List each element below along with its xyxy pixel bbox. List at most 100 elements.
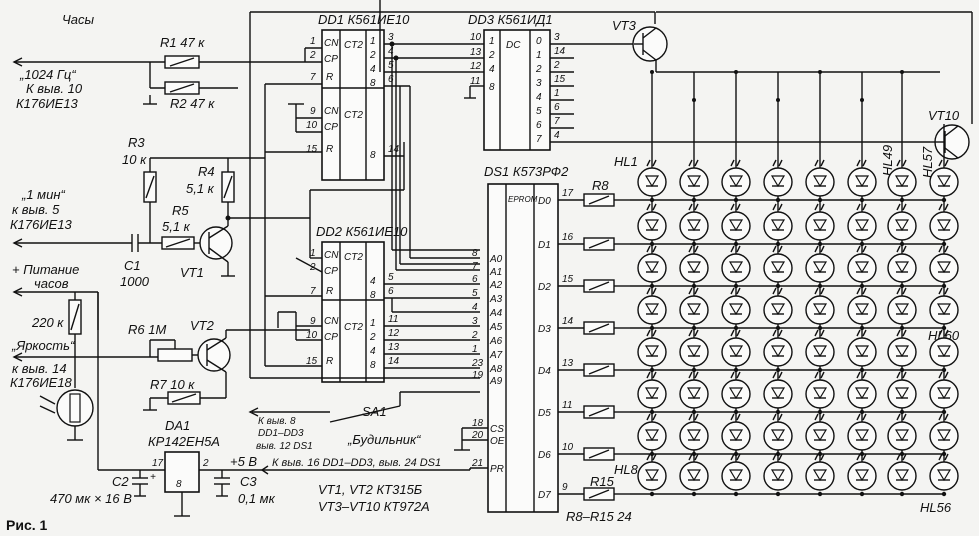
transistor-vt2: VT2: [190, 318, 310, 398]
led: [805, 295, 835, 325]
svg-text:7: 7: [554, 116, 560, 127]
led: [805, 421, 835, 451]
wire-brightness-input: [12, 352, 160, 362]
svg-text:CN: CN: [324, 38, 339, 49]
svg-text:R2 47 к: R2 47 к: [170, 96, 215, 111]
svg-text:„Будильник“: „Будильник“: [347, 432, 421, 447]
led: [721, 295, 751, 325]
svg-text:11: 11: [470, 76, 480, 87]
svg-text:15: 15: [306, 144, 318, 155]
led: [887, 167, 917, 197]
led: [679, 167, 709, 197]
svg-text:3: 3: [388, 32, 394, 43]
svg-text:2: 2: [488, 50, 495, 61]
led: [887, 253, 917, 283]
led: [637, 295, 667, 325]
svg-text:8: 8: [489, 82, 495, 93]
svg-text:CN: CN: [324, 316, 339, 327]
ds1-addr-pin: 7: [472, 261, 478, 272]
ds1-ctrl-pin: 20: [471, 430, 484, 441]
label-5v: +5 В: [230, 454, 257, 469]
clock-label: Часы: [62, 12, 94, 27]
svg-text:10: 10: [470, 32, 482, 43]
svg-text:к выв. 14: к выв. 14: [12, 361, 67, 376]
ds1-data-label: D4: [538, 366, 551, 377]
svg-text:R1 47 к: R1 47 к: [160, 35, 205, 50]
led: [887, 337, 917, 367]
led: [887, 421, 917, 451]
svg-text:7: 7: [536, 134, 542, 145]
svg-text:C1: C1: [124, 258, 141, 273]
ds1-addr-pin: 8: [472, 248, 478, 259]
chip-dd2: DD2 К561ИЕ10 CT2 CN CP R CT2 CN CP R 4 8…: [306, 224, 408, 383]
svg-text:17: 17: [152, 458, 164, 469]
svg-text:0: 0: [536, 36, 542, 47]
svg-text:выв. 12 DS1: выв. 12 DS1: [256, 441, 313, 452]
svg-text:CT2: CT2: [344, 252, 363, 263]
chip-dd3: DD3 К561ИД1 DC 1 2 4 8 10 13 12 11 0 1 2…: [468, 12, 566, 151]
input-brightness-label: „Яркость“ к выв. 14 К176ИЕ18: [10, 338, 75, 390]
svg-text:C3: C3: [240, 474, 257, 489]
capacitor-c3: C3 0,1 мк: [214, 470, 276, 506]
svg-text:R7 10 к: R7 10 к: [150, 377, 195, 392]
wire-1min-input: [12, 238, 132, 248]
led: [637, 421, 667, 451]
led: [679, 295, 709, 325]
led: [805, 461, 835, 491]
regulator-da1: DA1 КР142ЕН5А 17 2 8: [98, 418, 470, 517]
svg-text:1: 1: [310, 36, 316, 47]
ds1-data-pin: 10: [562, 442, 574, 453]
svg-text:R5: R5: [172, 203, 189, 218]
svg-text:CT2: CT2: [344, 40, 363, 51]
svg-text:7: 7: [310, 72, 316, 83]
transistor-vt3: VT3: [612, 11, 973, 124]
svg-text:2: 2: [309, 50, 316, 61]
svg-text:4: 4: [536, 92, 542, 103]
ds1-data-pin: 16: [562, 232, 574, 243]
led: [679, 379, 709, 409]
ds1-addr-label: A3: [489, 294, 503, 305]
svg-text:2: 2: [535, 64, 542, 75]
svg-text:2: 2: [553, 60, 560, 71]
svg-text:15: 15: [306, 356, 318, 367]
ds1-addr-label: A0: [489, 254, 503, 265]
led: [847, 337, 877, 367]
power-note: К выв. 16 DD1–DD3, выв. 24 DS1: [260, 457, 441, 475]
svg-text:4: 4: [370, 276, 376, 287]
led-matrix: [630, 70, 959, 497]
svg-text:R: R: [326, 144, 333, 155]
led: [637, 167, 667, 197]
led: [763, 379, 793, 409]
led: [721, 421, 751, 451]
led: [847, 211, 877, 241]
label-hl8: HL8: [614, 462, 639, 477]
connection-note: К выв. 8 DD1–DD3 выв. 12 DS1: [248, 407, 330, 452]
capacitor-c2: + C2 470 мк × 16 В: [50, 470, 156, 506]
led: [763, 211, 793, 241]
svg-text:5: 5: [388, 272, 394, 283]
svg-text:5: 5: [536, 106, 542, 117]
svg-text:R3: R3: [128, 135, 145, 150]
svg-text:часов: часов: [34, 276, 69, 291]
led: [929, 253, 959, 283]
led: [721, 211, 751, 241]
led: [929, 295, 959, 325]
ds1-addr-pin: 4: [472, 302, 478, 313]
svg-text:C2: C2: [112, 474, 129, 489]
resistor-r1: R1 47 к: [160, 35, 205, 69]
led: [847, 295, 877, 325]
resistor-r2: R2 47 к: [143, 62, 238, 111]
ds1-addr-label: A2: [489, 280, 503, 291]
led: [721, 461, 751, 491]
ds1-ctrl-pin: 21: [471, 458, 483, 469]
ds1-ctrl-label: OE: [490, 436, 505, 447]
led: [887, 461, 917, 491]
led: [887, 211, 917, 241]
svg-text:R6 1М: R6 1М: [128, 322, 166, 337]
ds1-data-pin: 17: [562, 188, 574, 199]
svg-text:6: 6: [554, 102, 560, 113]
label-r15: R15: [590, 474, 615, 489]
switch-sa1: SA1 „Будильник“: [329, 391, 480, 447]
svg-text:К выв. 8: К выв. 8: [258, 416, 296, 427]
